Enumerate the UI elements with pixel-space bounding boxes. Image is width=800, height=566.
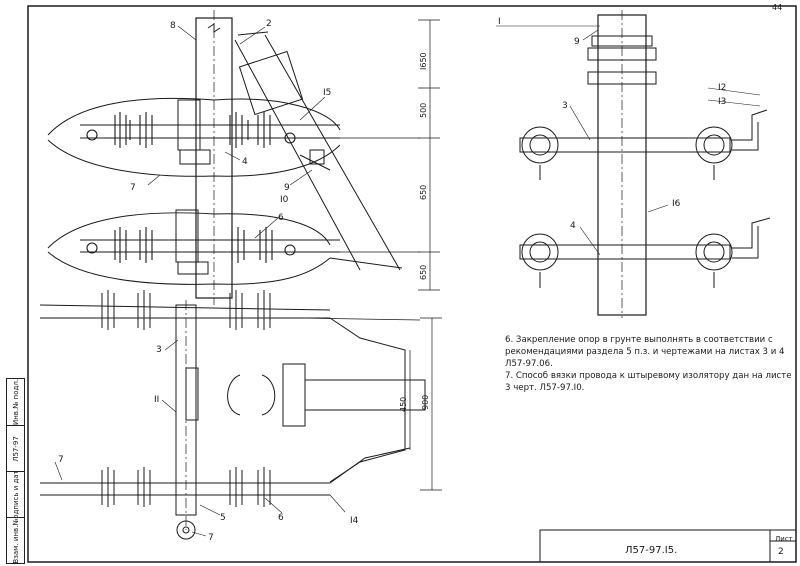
sheet-label: Лист: [775, 535, 793, 543]
crossarm-top: [47, 97, 341, 177]
note-6: 6. Закрепление опор в грунте выполнять в…: [505, 335, 785, 369]
stamp-cell-signature: Подпись и дата: [7, 471, 24, 518]
dim-650-b: 650: [419, 265, 428, 280]
callout-I4: I4: [350, 516, 359, 526]
insulators-middle: [86, 227, 296, 263]
callout-8: 8: [170, 21, 176, 31]
dim-500: 500: [419, 103, 428, 118]
callout-7-left: 7: [58, 455, 64, 465]
stamp-cell-replace: Взам. инв.№: [7, 517, 24, 564]
side-stamp: Инв.№ подл. Л57-97 Подпись и дата Взам. …: [6, 378, 25, 564]
document-number: Л57-97.I5.: [625, 545, 678, 556]
lower-assembly: [39, 290, 426, 540]
callout-7-top: 7: [130, 183, 136, 193]
sheet-number: 2: [778, 547, 784, 557]
callout-5: 5: [220, 513, 226, 523]
dimension-lines-left: [409, 19, 442, 491]
stamp-cell-inv: Инв.№ подл.: [11, 379, 20, 425]
callout-II: II: [154, 395, 159, 405]
callout-9: 9: [284, 183, 290, 193]
callout-3-right: 3: [562, 101, 568, 111]
callout-4-right: 4: [570, 221, 576, 231]
callout-7-bottom: 7: [208, 533, 214, 543]
dim-I650: I650: [419, 52, 428, 70]
stamp-cell-code: Л57-97: [7, 425, 24, 472]
callout-I5: I5: [323, 88, 331, 98]
leader-lines-right: [496, 25, 761, 256]
note-7: 7. Способ вязки провода к штыревому изол…: [505, 371, 792, 393]
crossarm-right-top: [519, 109, 768, 180]
dim-900: 900: [421, 395, 430, 410]
sheet-frame: [27, 5, 797, 563]
callout-I2: I2: [718, 83, 726, 93]
callout-I6: I6: [672, 199, 681, 209]
callout-2: 2: [266, 19, 272, 29]
callout-3: 3: [156, 345, 162, 355]
dim-450: 450: [399, 397, 408, 412]
crossarm-right-bottom: [519, 217, 771, 288]
leader-lines: [54, 25, 346, 537]
wires: [299, 137, 421, 321]
corner-mark: 44: [772, 3, 783, 12]
pole-left: [195, 10, 233, 305]
view-label-I: I: [498, 17, 501, 27]
callout-I0: I0: [280, 195, 289, 205]
callout-4: 4: [242, 157, 248, 167]
callout-I3: I3: [718, 97, 726, 107]
crossarm-middle: [47, 209, 340, 285]
callout-6-top: 6: [278, 213, 284, 223]
callout-6-bottom: 6: [278, 513, 284, 523]
pole-right: [587, 10, 657, 318]
title-block: [539, 529, 797, 563]
dim-650-a: 650: [419, 185, 428, 200]
callout-9-right: 9: [574, 37, 580, 47]
insulators-top: [86, 112, 296, 148]
